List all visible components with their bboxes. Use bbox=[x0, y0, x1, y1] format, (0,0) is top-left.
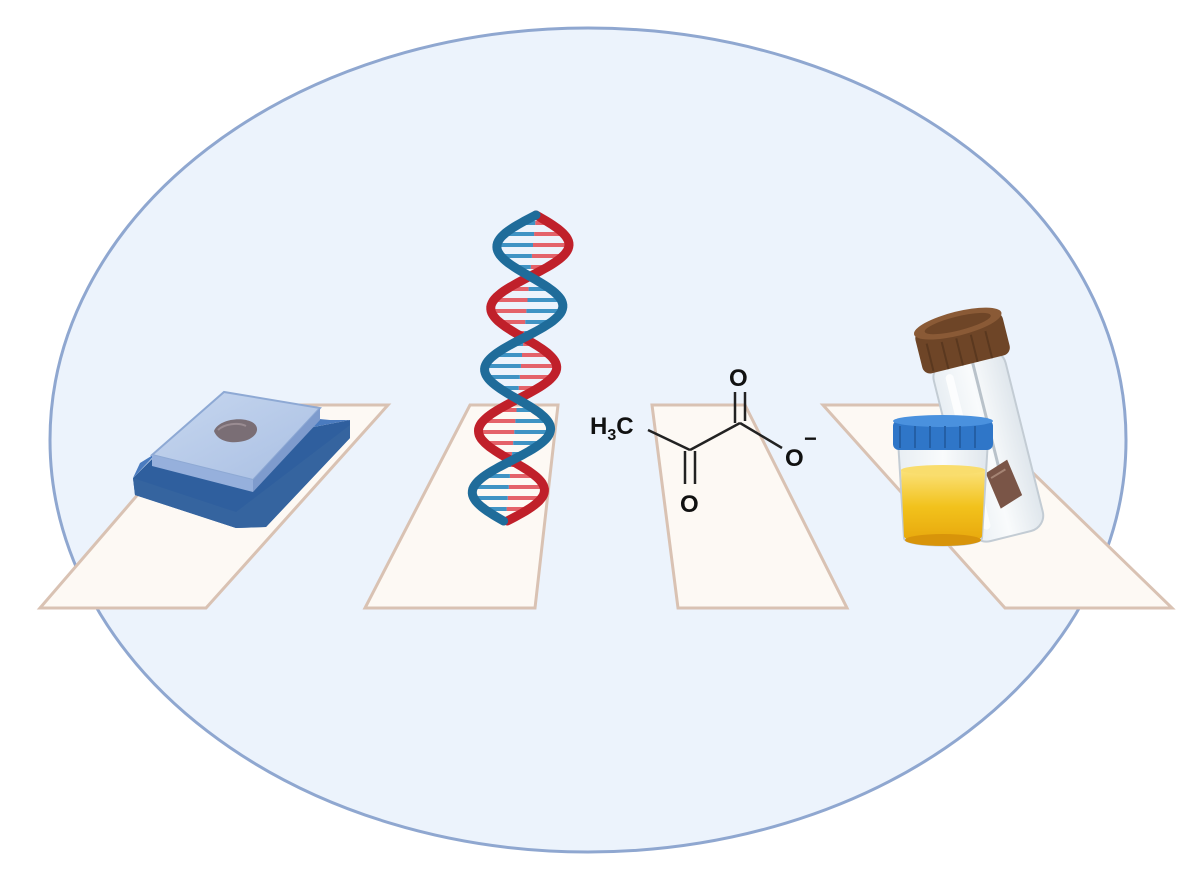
background-ellipse bbox=[48, 26, 1128, 854]
weighing-scale-with-tissue-icon bbox=[133, 390, 350, 528]
methyl-label-subscript: 3 bbox=[607, 427, 616, 444]
carboxylate-oxygen: O bbox=[785, 445, 804, 472]
dna-strand-blue bbox=[467, 210, 568, 526]
methyl-label-h: H bbox=[590, 413, 607, 440]
dna-strand-red bbox=[473, 210, 574, 526]
urine-cup-and-stool-tube-icon bbox=[893, 307, 1045, 547]
platform-3 bbox=[650, 403, 850, 610]
methyl-label-c: C bbox=[616, 413, 633, 440]
negative-charge: − bbox=[804, 426, 817, 451]
dna-double-helix-icon bbox=[467, 210, 574, 526]
svg-text:H3C: H3C bbox=[590, 413, 634, 444]
keto-oxygen-bottom: O bbox=[680, 491, 699, 518]
carbonyl-oxygen-top: O bbox=[729, 365, 748, 392]
pyruvate-structure-icon: H3C O O O − bbox=[590, 365, 817, 518]
urine-sample-cup-icon bbox=[893, 415, 993, 547]
